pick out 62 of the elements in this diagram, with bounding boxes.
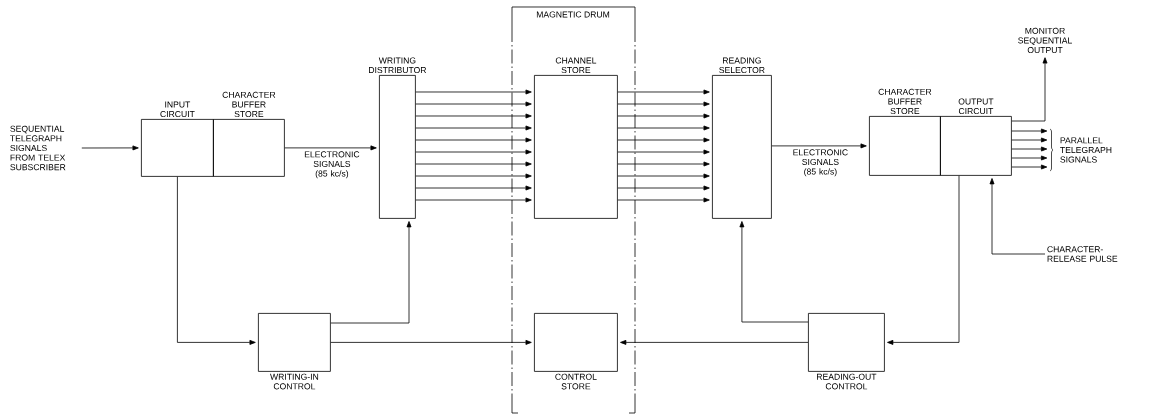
arrow <box>617 101 710 107</box>
arrow <box>1011 137 1048 143</box>
control-box: READING-OUT CONTROL <box>808 313 885 390</box>
arrow <box>1011 146 1048 152</box>
arrow <box>415 125 532 131</box>
arrow <box>617 113 710 119</box>
node-label: READING SELECTOR <box>719 57 765 74</box>
node-label: OUTPUT CIRCUIT <box>958 98 994 115</box>
arrow <box>617 173 710 179</box>
signal-label: PARALLEL TELEGRAPH SIGNALS <box>1060 137 1112 163</box>
arrow <box>415 113 532 119</box>
arrow <box>330 221 412 324</box>
arrow <box>617 197 710 203</box>
arrow <box>415 101 532 107</box>
edge-label: ELECTRONIC SIGNALS (85 kc/s) <box>304 151 360 179</box>
arrow <box>617 185 710 191</box>
arrow <box>81 145 139 151</box>
store-box: CONTROL STORE <box>534 313 618 390</box>
edge-label: ELECTRONIC SIGNALS (85 kc/s) <box>793 149 848 177</box>
arrow <box>415 137 532 143</box>
node-label: READING-OUT CONTROL <box>817 373 877 390</box>
arrow <box>284 145 377 151</box>
control-box: WRITING-IN CONTROL <box>258 313 331 390</box>
arrow <box>617 125 710 131</box>
signal-label: MONITOR SEQUENTIAL OUTPUT <box>1018 27 1072 54</box>
node-label: CHARACTER BUFFER STORE <box>878 88 932 115</box>
arrow <box>771 143 867 149</box>
arrow <box>617 137 710 143</box>
arrow <box>1011 164 1048 170</box>
circuit-box: INPUT CIRCUIT <box>141 101 214 177</box>
distributor-box: WRITING DISTRIBUTOR <box>369 57 427 219</box>
store-box: CHARACTER BUFFER STORE <box>869 88 941 176</box>
signal-label: CHARACTER-RELEASE PULSE <box>1047 246 1118 262</box>
arrow <box>617 161 710 167</box>
arrow <box>1011 155 1048 161</box>
arrow <box>887 175 960 345</box>
arrow <box>1011 57 1048 122</box>
node-label: WRITING-IN CONTROL <box>270 373 319 390</box>
arrow <box>177 176 256 345</box>
arrow <box>739 221 809 323</box>
arrow <box>989 178 1046 255</box>
arrow <box>415 149 532 155</box>
selector-box: READING SELECTOR <box>712 57 772 219</box>
circuit-box: OUTPUT CIRCUIT <box>940 98 1012 176</box>
arrow <box>617 149 710 155</box>
node-label: WRITING DISTRIBUTOR <box>369 57 427 74</box>
node-label: CONTROL STORE <box>555 373 597 390</box>
store-box: CHANNEL STORE <box>534 57 618 219</box>
arrow <box>1011 128 1048 134</box>
store-box: CHARACTER BUFFER STORE <box>213 91 285 177</box>
arrow <box>620 339 809 345</box>
arrow <box>415 197 532 203</box>
node-label: CHANNEL STORE <box>555 57 597 74</box>
arrow <box>617 89 710 95</box>
signal-label: SEQUENTIAL TELEGRAPH SIGNALS FROM TELEX SUBSCRIBER <box>10 125 66 171</box>
node-label: INPUT CIRCUIT <box>160 101 195 118</box>
arrow <box>330 339 532 345</box>
node-label: CHARACTER BUFFER STORE <box>222 91 276 118</box>
arrow <box>415 173 532 179</box>
arrow <box>415 89 532 95</box>
arrow <box>415 161 532 167</box>
arrow <box>415 185 532 191</box>
